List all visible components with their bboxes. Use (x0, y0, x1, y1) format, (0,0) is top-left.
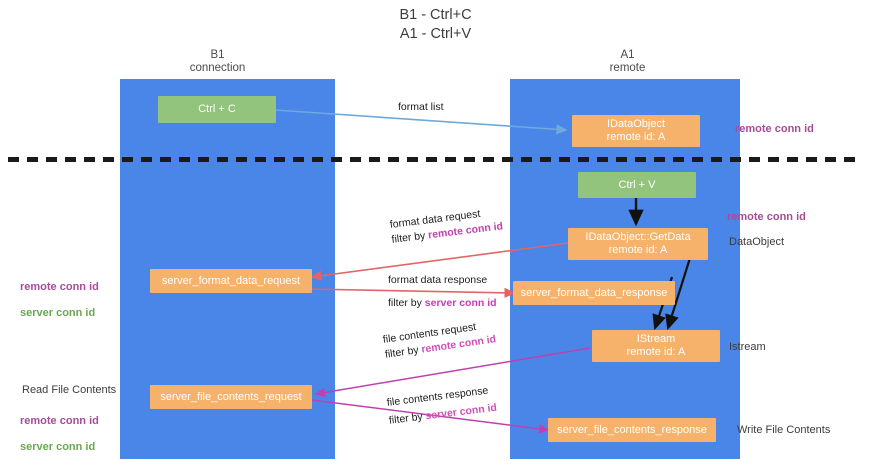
edge-format-list-line1: format list (398, 101, 444, 113)
edge-format-data-response-line1: format data response (388, 274, 488, 286)
filter-prefix: filter by (388, 297, 425, 309)
column-header-a1: A1 remote (609, 49, 646, 74)
edge-label-format-data-response: format data response filter by server co… (388, 273, 497, 311)
edge-label-format-data-request: format data request filter by remote con… (389, 204, 504, 247)
node-server-file-contents-response[interactable]: server_file_contents_response (548, 418, 716, 442)
edge-label-file-contents-response: file contents response filter by server … (386, 383, 498, 429)
annotation-read-file-contents: Read File Contents (22, 384, 117, 396)
annotation-left-ids-mid: remote conn id server conn id (20, 268, 99, 333)
annotation-remote-conn-id-mid: remote conn id (727, 211, 806, 223)
annotation-left-remote-conn-id-bottom: remote conn id (20, 415, 99, 427)
node-server-file-contents-request[interactable]: server_file_contents_request (150, 385, 312, 409)
annotation-dataobject: DataObject (729, 236, 785, 248)
filter-prefix: filter by (384, 343, 423, 361)
section-divider (8, 157, 863, 162)
annotation-left-ids-bottom: remote conn id server conn id (20, 402, 99, 467)
node-server-format-data-request[interactable]: server_format_data_request (150, 269, 312, 293)
node-server-format-data-response[interactable]: server_format_data_response (513, 281, 675, 305)
node-idataobject[interactable]: IDataObject remote id: A (572, 115, 700, 147)
annotation-left-remote-conn-id-mid: remote conn id (20, 281, 99, 293)
filter-prefix: filter by (390, 229, 429, 246)
node-ctrl-c[interactable]: Ctrl + C (158, 96, 276, 123)
edge-format-data-response-line2: filter by server conn id (388, 296, 497, 311)
column-header-b1: B1 connection (189, 49, 246, 74)
filter-value-server-conn-id: server conn id (424, 297, 497, 309)
edge-label-format-list: format list (398, 100, 444, 115)
filter-prefix: filter by (388, 410, 427, 427)
annotation-left-server-conn-id-bottom: server conn id (20, 441, 96, 453)
node-ctrl-v[interactable]: Ctrl + V (578, 172, 696, 198)
node-istream[interactable]: IStream remote id: A (592, 330, 720, 362)
page-title: B1 - Ctrl+C A1 - Ctrl+V (399, 7, 472, 42)
edge-label-file-contents-request: file contents request filter by remote c… (382, 317, 497, 362)
annotation-istream: Istream (729, 341, 766, 353)
annotation-left-server-conn-id-mid: server conn id (20, 307, 96, 319)
annotation-write-file-contents: Write File Contents (737, 424, 831, 436)
node-idataobject-getdata[interactable]: IDataObject::GetData remote id: A (568, 228, 708, 260)
annotation-remote-conn-id-top: remote conn id (735, 123, 814, 135)
